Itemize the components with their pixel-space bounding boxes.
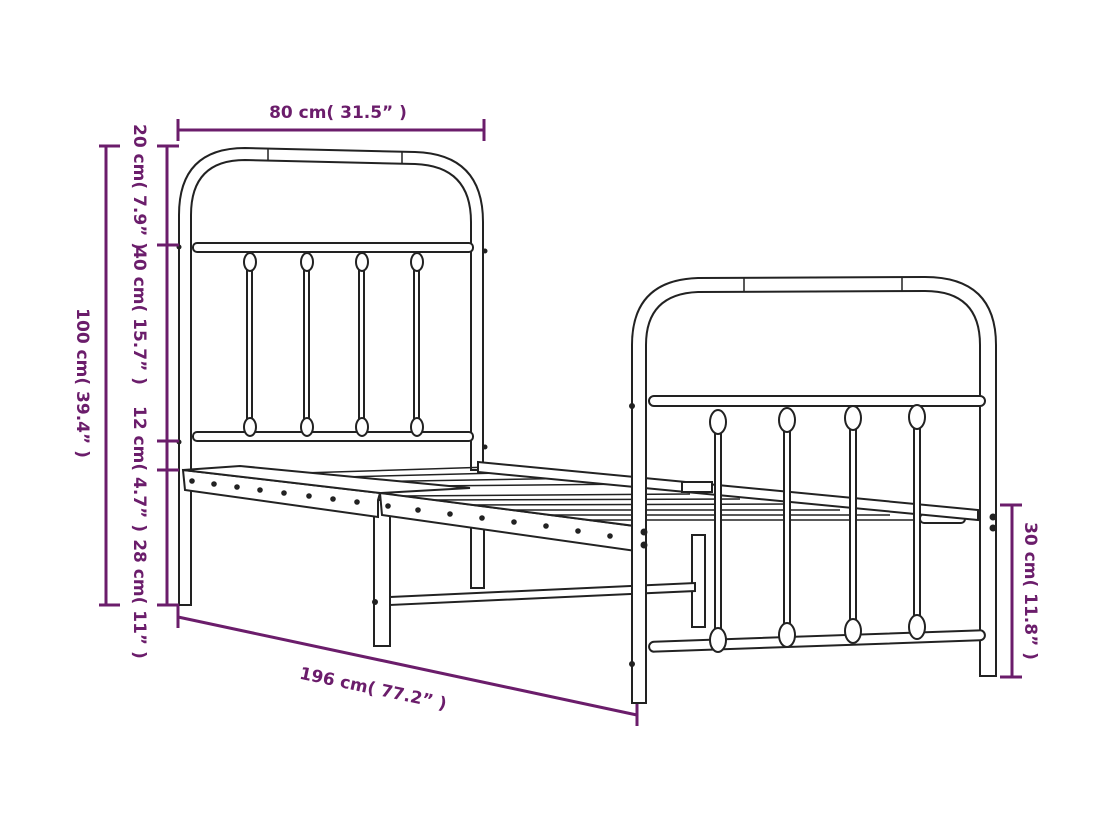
far-side-rail <box>477 460 979 522</box>
headboard-lower-label: 12 cm( 4.7” ) <box>129 406 149 532</box>
dimension-lines <box>99 119 1022 726</box>
footboard <box>629 275 997 704</box>
footboard-height-label: 30 cm( 11.8” ) <box>1020 522 1040 660</box>
footboard-spindles <box>709 404 926 653</box>
total-height-label: 100 cm( 39.4” ) <box>72 308 92 458</box>
headboard-spindles <box>243 252 424 437</box>
near-side-rail <box>181 464 644 554</box>
dimension-labels: 80 cm( 31.5” ) 100 cm( 39.4” ) 20 cm( 7.… <box>72 103 1040 714</box>
support-legs <box>372 499 706 647</box>
side-rail-rivets <box>189 478 613 539</box>
headboard-top-label: 20 cm( 7.9” ) <box>129 124 149 250</box>
bed-frame-illustration <box>176 146 997 704</box>
headboard <box>176 146 488 606</box>
width-label: 80 cm( 31.5” ) <box>269 103 407 123</box>
under-bed-label: 28 cm( 11” ) <box>129 539 149 659</box>
headboard-middle-label: 40 cm( 15.7” ) <box>129 247 149 385</box>
rail-connector <box>681 481 713 493</box>
